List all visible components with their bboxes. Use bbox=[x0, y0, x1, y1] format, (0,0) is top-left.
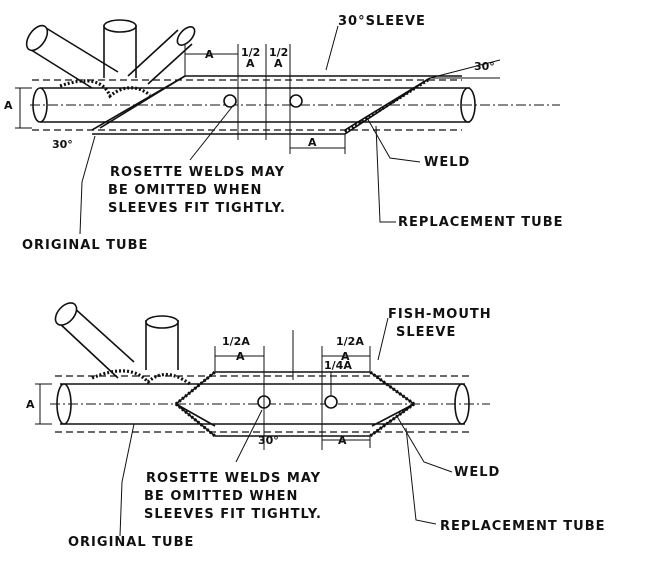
bottom-sleeve-weld-right bbox=[369, 370, 415, 438]
bottom-dim-half-a-left: 1/2A bbox=[222, 335, 250, 348]
top-leader-lines bbox=[79, 25, 421, 235]
top-sleeve-label: 30°SLEEVE bbox=[338, 14, 426, 29]
top-angle-right: 30° bbox=[474, 60, 495, 73]
top-cluster-weld bbox=[59, 79, 151, 99]
bottom-rosette-note-3: SLEEVES FIT TIGHTLY. bbox=[144, 507, 322, 522]
top-dim-half-a-2: 1/2 bbox=[269, 46, 288, 59]
top-main-tube bbox=[30, 87, 560, 123]
bottom-rosette-note-2: BE OMITTED WHEN bbox=[144, 489, 298, 504]
bottom-sleeve-label-2: SLEEVE bbox=[396, 325, 456, 340]
bottom-angle-label: 30° bbox=[258, 434, 279, 447]
bottom-original-label: ORIGINAL TUBE bbox=[68, 535, 194, 550]
top-rosette-note-2: BE OMITTED WHEN bbox=[108, 183, 262, 198]
bottom-figure: FISH-MOUTH SLEEVE 1/2A A 1/2A A 1/4A A A… bbox=[26, 302, 606, 550]
top-rosette-note-1: ROSETTE WELDS MAY bbox=[110, 165, 285, 180]
bottom-dimensions bbox=[35, 330, 371, 450]
top-dim-a: A bbox=[205, 48, 214, 61]
top-dim-half-a-1: 1/2 bbox=[241, 46, 260, 59]
top-original-label: ORIGINAL TUBE bbox=[22, 238, 148, 253]
top-sleeve-weld bbox=[344, 78, 429, 134]
bottom-cluster-weld bbox=[91, 369, 191, 386]
top-dim-a-bottom: A bbox=[308, 136, 317, 149]
top-dim-a-left: A bbox=[4, 99, 13, 112]
top-angle-left: 30° bbox=[52, 138, 73, 151]
bottom-dim-a-bottom: A bbox=[338, 434, 347, 447]
top-figure: 30°SLEEVE 30° 30° A 1/2 A 1/2 A A A ROSE… bbox=[4, 14, 564, 253]
bottom-sleeve-label-1: FISH-MOUTH bbox=[388, 307, 492, 322]
bottom-main-tube bbox=[50, 383, 490, 425]
top-rosette-weld-1 bbox=[223, 94, 237, 108]
bottom-sleeve-weld-left bbox=[174, 370, 217, 438]
top-rosette-note-3: SLEEVES FIT TIGHTLY. bbox=[108, 201, 286, 216]
top-replacement-label: REPLACEMENT TUBE bbox=[398, 215, 564, 230]
bottom-leader-lines bbox=[119, 317, 453, 537]
bottom-replacement-label: REPLACEMENT TUBE bbox=[440, 519, 606, 534]
top-rosette-weld-2 bbox=[289, 94, 303, 108]
bottom-dim-quarter-a: 1/4A bbox=[324, 359, 352, 372]
bottom-dim-a-left: A bbox=[26, 398, 35, 411]
bottom-dim-a-left-top: A bbox=[236, 350, 245, 363]
bottom-weld-label: WELD bbox=[454, 465, 500, 480]
bottom-dim-a-right-top: A bbox=[341, 350, 350, 363]
top-cluster-tubes bbox=[25, 19, 196, 89]
bottom-rosette-note-1: ROSETTE WELDS MAY bbox=[146, 471, 321, 486]
bottom-dim-half-a-right: 1/2A bbox=[336, 335, 364, 348]
top-dim-half-a-1b: A bbox=[246, 57, 255, 70]
top-dim-half-a-2b: A bbox=[274, 57, 283, 70]
bottom-cluster-tubes bbox=[54, 302, 179, 379]
top-dimensions bbox=[15, 44, 346, 154]
top-weld-label: WELD bbox=[424, 155, 470, 170]
bottom-rosette-weld-2 bbox=[324, 395, 338, 409]
